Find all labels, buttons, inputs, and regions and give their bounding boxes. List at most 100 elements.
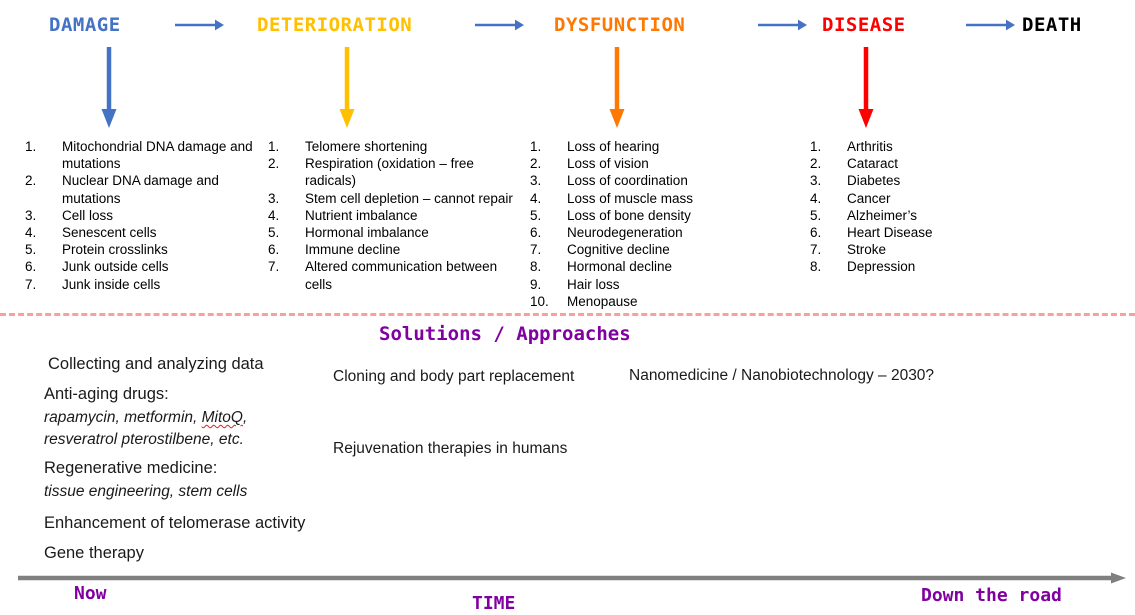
- list-item-number: 6.: [810, 225, 822, 241]
- list-item: 5. Alzheimer’s: [810, 207, 1070, 224]
- list-item: 6. Neurodegeneration: [530, 224, 790, 241]
- list-item-number: 4.: [810, 190, 822, 206]
- list-item-number: 2.: [268, 156, 280, 172]
- list-item: 8. Depression: [810, 258, 1070, 275]
- list-item: 7. Cognitive decline: [530, 241, 790, 258]
- list-item-label: Senescent cells: [62, 225, 157, 241]
- stage-title-death: DEATH: [1022, 14, 1082, 36]
- list-item-number: 8.: [810, 259, 822, 275]
- list-item-label: Cataract: [847, 156, 899, 172]
- stage-title-deterioration: DETERIORATION: [257, 14, 413, 36]
- list-item-number: 1.: [268, 139, 280, 154]
- list-item: 4. Senescent cells: [25, 224, 260, 241]
- solution-anti-aging-drugs-title: Anti-aging drugs:: [44, 385, 169, 403]
- list-item-number: 5.: [530, 207, 542, 223]
- list-item-label: Altered communication between cells: [305, 259, 498, 292]
- list-item-number: 4.: [530, 190, 542, 206]
- list-item: 6. Junk outside cells: [25, 258, 260, 275]
- list-item: 3. Diabetes: [810, 172, 1070, 189]
- list-item-number: 1.: [530, 139, 542, 154]
- list-item-label: Respiration (oxidation – free radicals): [305, 156, 474, 189]
- list-item-number: 6.: [268, 242, 280, 258]
- solution-telomerase-enhancement: Enhancement of telomerase activity: [44, 514, 306, 532]
- list-item-label: Stem cell depletion – cannot repair: [305, 190, 513, 206]
- solution-anti-aging-drugs-line2: resveratrol pterostilbene, etc.: [44, 431, 244, 448]
- list-item-label: Stroke: [847, 242, 887, 258]
- list-item: 7. Junk inside cells: [25, 276, 260, 293]
- section-divider: [0, 313, 1135, 316]
- list-item-label: Immune decline: [305, 242, 401, 258]
- connector-arrow-3: [756, 13, 808, 37]
- list-item-number: 7.: [810, 242, 822, 258]
- list-item-label: Hair loss: [567, 276, 620, 292]
- list-item-number: 3.: [530, 173, 542, 189]
- list-item-label: Hormonal decline: [567, 259, 673, 275]
- list-item: 6. Heart Disease: [810, 224, 1070, 241]
- timeline-arrow: [18, 572, 1126, 584]
- list-item: 2. Loss of vision: [530, 155, 790, 172]
- solution-gene-therapy: Gene therapy: [44, 544, 144, 562]
- list-item-label: Nuclear DNA damage and mutations: [62, 173, 219, 206]
- list-item: 1. Mitochondrial DNA damage and mutation…: [25, 138, 260, 172]
- list-item-label: Junk outside cells: [62, 259, 169, 275]
- drug-list-comma: ,: [242, 409, 248, 426]
- list-item-number: 4.: [25, 225, 37, 241]
- list-item-label: Neurodegeneration: [567, 225, 683, 241]
- list-item: 5. Hormonal imbalance: [268, 224, 518, 241]
- list-item-label: Alzheimer’s: [847, 207, 918, 223]
- list-item-label: Telomere shortening: [305, 139, 428, 154]
- list-item-label: Heart Disease: [847, 225, 933, 241]
- misspelled-word-mitoq: MitoQ: [201, 409, 243, 426]
- list-item: 6. Immune decline: [268, 241, 518, 258]
- list-column-deterioration: 1. Telomere shortening 2. Respiration (o…: [268, 138, 518, 293]
- list-item-number: 1.: [810, 139, 822, 154]
- list-item-number: 1.: [25, 139, 37, 154]
- list-item-number: 3.: [268, 190, 280, 206]
- down-arrow-disease-icon: [857, 47, 875, 129]
- list-item-number: 9.: [530, 276, 542, 292]
- solution-collecting-data: Collecting and analyzing data: [48, 355, 264, 373]
- list-item: 4. Loss of muscle mass: [530, 190, 790, 207]
- list-item: 1. Arthritis: [810, 138, 1070, 155]
- stage-title-dysfunction: DYSFUNCTION: [554, 14, 686, 36]
- list-item-number: 4.: [268, 207, 280, 223]
- down-arrow-dysfunction-icon: [608, 47, 626, 129]
- list-item: 8. Hormonal decline: [530, 258, 790, 275]
- list-item-number: 6.: [25, 259, 37, 275]
- list-item-label: Loss of hearing: [567, 139, 660, 154]
- list-item-label: Cognitive decline: [567, 242, 670, 258]
- solution-regenerative-medicine-detail: tissue engineering, stem cells: [44, 483, 248, 500]
- list-item-number: 10.: [530, 293, 549, 309]
- list-item-number: 6.: [530, 225, 542, 241]
- list-item: 9. Hair loss: [530, 276, 790, 293]
- list-item-label: Menopause: [567, 293, 638, 309]
- list-item-number: 2.: [25, 173, 37, 189]
- list-item-number: 5.: [810, 207, 822, 223]
- list-item: 5. Protein crosslinks: [25, 241, 260, 258]
- list-item-label: Diabetes: [847, 173, 901, 189]
- cascade-header-row: DAMAGE DETERIORATION DYSFUNCTION DISEASE: [0, 13, 1135, 43]
- list-item: 2. Nuclear DNA damage and mutations: [25, 172, 260, 206]
- stage-title-damage: DAMAGE: [49, 14, 121, 36]
- list-item-label: Protein crosslinks: [62, 242, 168, 258]
- solutions-heading: Solutions / Approaches: [379, 323, 631, 345]
- list-item: 10. Menopause: [530, 293, 790, 310]
- list-item-number: 5.: [25, 242, 37, 258]
- list-item: 1. Telomere shortening: [268, 138, 518, 155]
- list-item-label: Junk inside cells: [62, 276, 161, 292]
- list-item-label: Loss of bone density: [567, 207, 691, 223]
- list-item: 1. Loss of hearing: [530, 138, 790, 155]
- connector-arrow-1: [173, 13, 225, 37]
- list-item-number: 5.: [268, 225, 280, 241]
- list-column-disease: 1. Arthritis 2. Cataract 3. Diabetes 4. …: [810, 138, 1070, 276]
- list-item-label: Mitochondrial DNA damage and mutations: [62, 139, 253, 172]
- list-item: 4. Cancer: [810, 190, 1070, 207]
- list-item-label: Depression: [847, 259, 916, 275]
- drug-list-part-a: rapamycin, metformin,: [44, 409, 202, 426]
- list-item-number: 3.: [810, 173, 822, 189]
- list-item-number: 2.: [810, 156, 822, 172]
- list-item: 2. Respiration (oxidation – free radical…: [268, 155, 518, 189]
- connector-arrow-4: [964, 13, 1016, 37]
- solution-anti-aging-drugs-line1: rapamycin, metformin, MitoQ,: [44, 407, 247, 428]
- down-arrow-damage-icon: [100, 47, 118, 129]
